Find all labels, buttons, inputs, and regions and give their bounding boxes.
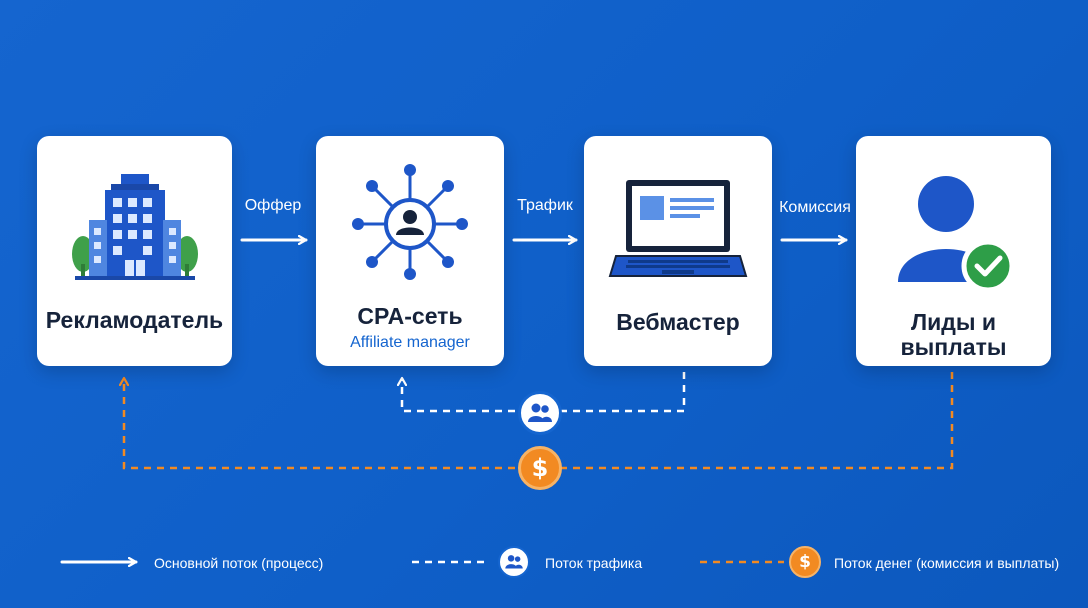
laptop-icon bbox=[608, 180, 748, 277]
node-cpa-network: CPA-сеть Affiliate manager bbox=[316, 136, 504, 366]
node-leads-payouts: Лиды и выплаты bbox=[856, 136, 1051, 366]
dollar-icon: $ bbox=[531, 454, 549, 482]
legend-traffic-flow-label: Поток трафика bbox=[545, 555, 643, 571]
edge-label-traffic: Трафик bbox=[517, 197, 573, 214]
edge-label-offer: Оффер bbox=[244, 197, 302, 214]
node-advertiser-title: Рекламодатель bbox=[45, 307, 224, 333]
legend-money-flow-label: Поток денег (комиссия и выплаты) bbox=[834, 555, 1060, 571]
legend-main-flow-label: Основной поток (процесс) bbox=[154, 555, 324, 571]
users-icon bbox=[528, 403, 552, 422]
node-webmaster-title: Вебмастер bbox=[616, 309, 740, 335]
node-advertiser: Рекламодатель bbox=[37, 136, 232, 366]
legend-traffic-token bbox=[498, 546, 530, 578]
user-check-icon bbox=[897, 176, 1014, 288]
node-webmaster: Вебмастер bbox=[584, 136, 772, 366]
network-hub-icon bbox=[352, 164, 468, 280]
node-cpa-network-title: CPA-сеть bbox=[357, 303, 463, 329]
office-building-icon bbox=[71, 174, 198, 280]
traffic-flow-token bbox=[518, 391, 562, 435]
users-icon bbox=[505, 555, 523, 569]
money-flow-token: $ bbox=[518, 446, 562, 490]
node-cpa-network-subtitle: Affiliate manager bbox=[350, 334, 470, 351]
node-leads-payouts-title: Лиды и выплаты bbox=[900, 309, 1007, 361]
dollar-icon: $ bbox=[799, 552, 811, 572]
legend-money-token: $ bbox=[789, 546, 821, 578]
edge-label-commission: Комиссия bbox=[779, 199, 851, 216]
edge-traffic-flow-dashed bbox=[402, 372, 686, 413]
